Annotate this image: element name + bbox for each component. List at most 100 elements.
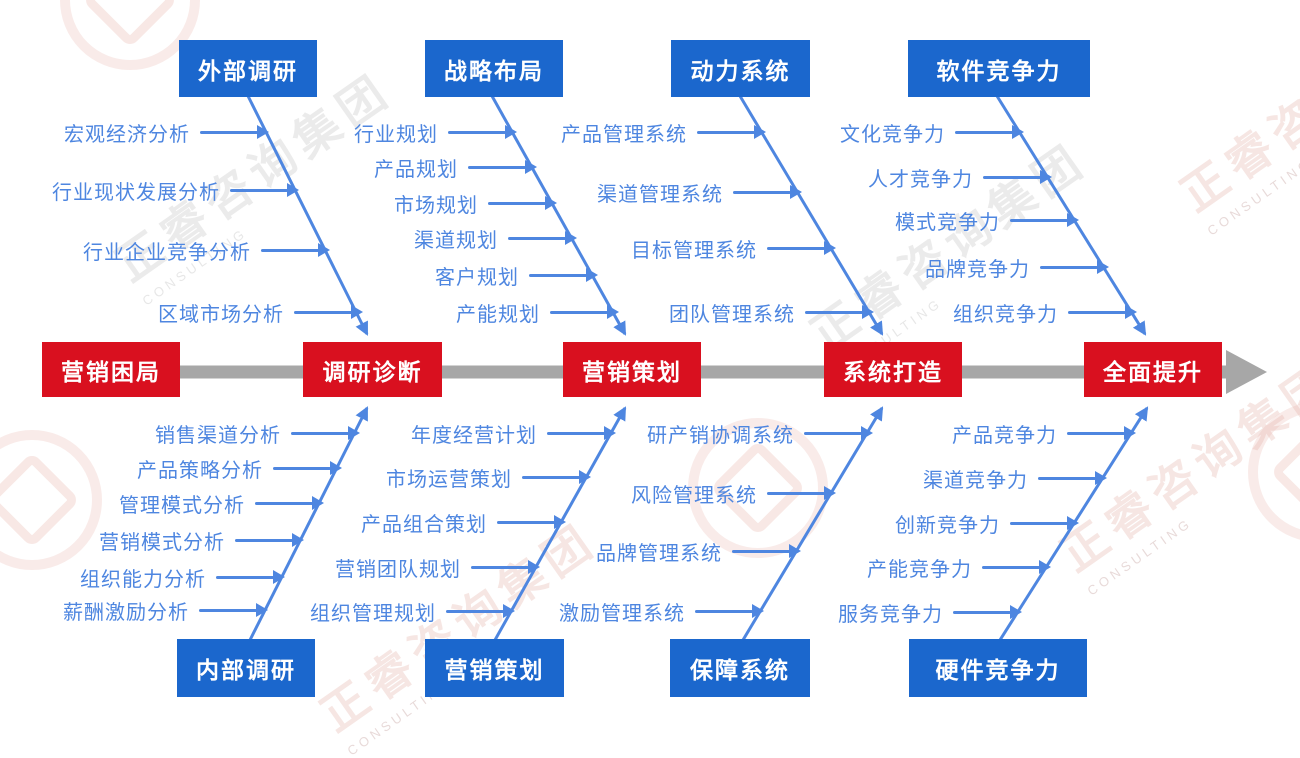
arrow-right-icon xyxy=(1010,516,1079,530)
arrow-right-icon xyxy=(695,604,764,618)
branch-item-label: 行业规划 xyxy=(354,123,438,146)
top-category-label-1: 外部调研 xyxy=(198,57,298,84)
branch-item-label: 模式竞争力 xyxy=(895,211,1000,234)
arrow-right-icon xyxy=(216,570,285,584)
arrow-right-icon xyxy=(547,426,616,440)
arrow-right-icon xyxy=(255,496,324,510)
branch-item-label: 产能竞争力 xyxy=(867,558,972,581)
branch-item: 产品策略分析 xyxy=(137,454,342,482)
branch-item-label: 薪酬激励分析 xyxy=(63,601,189,624)
branch-item-label: 创新竞争力 xyxy=(895,514,1000,537)
branch-item-label: 宏观经济分析 xyxy=(64,123,190,146)
branch-item-label: 产品策略分析 xyxy=(137,459,263,482)
branch-item: 市场规划 xyxy=(394,189,557,217)
branch-item-label: 渠道竞争力 xyxy=(923,469,1028,492)
branch-item: 产能竞争力 xyxy=(867,553,1051,581)
spine-node-label-2: 调研诊断 xyxy=(322,358,423,385)
arrow-right-icon xyxy=(291,426,360,440)
branch-item-label: 品牌管理系统 xyxy=(596,542,722,565)
arrow-right-icon xyxy=(468,160,537,174)
branch-item-label: 行业现状发展分析 xyxy=(52,181,220,204)
arrow-right-icon xyxy=(804,426,873,440)
branch-item: 组织竞争力 xyxy=(953,298,1137,326)
branch-item-label: 年度经营计划 xyxy=(411,424,537,447)
top-category-label-4: 软件竞争力 xyxy=(936,57,1062,84)
branch-item-label: 区域市场分析 xyxy=(158,303,284,326)
branch-item-label: 服务竞争力 xyxy=(838,603,943,626)
branch-item: 年度经营计划 xyxy=(411,419,616,447)
arrow-right-icon xyxy=(448,125,517,139)
top-category-box-2: 战略布局 xyxy=(425,40,563,97)
branch-item-label: 产品组合策划 xyxy=(361,513,487,536)
branch-item-label: 品牌竞争力 xyxy=(925,258,1030,281)
branch-item-label: 营销模式分析 xyxy=(99,531,225,554)
branch-item-label: 管理模式分析 xyxy=(119,494,245,517)
arrow-right-icon xyxy=(953,605,1022,619)
branch-item-label: 激励管理系统 xyxy=(559,602,685,625)
bottom-category-box-4: 硬件竞争力 xyxy=(909,639,1087,697)
arrow-right-icon xyxy=(230,183,299,197)
arrow-right-icon xyxy=(983,170,1052,184)
branch-item: 研产销协调系统 xyxy=(647,419,873,447)
bottom-category-box-3: 保障系统 xyxy=(670,639,810,697)
arrow-right-icon xyxy=(446,604,515,618)
top-category-box-4: 软件竞争力 xyxy=(908,40,1090,97)
bottom-category-label-3: 保障系统 xyxy=(690,657,790,683)
branch-item: 行业现状发展分析 xyxy=(52,176,299,204)
arrow-right-icon xyxy=(732,544,801,558)
branch-item: 市场运营策划 xyxy=(386,463,591,491)
branch-item-label: 团队管理系统 xyxy=(669,303,795,326)
branch-item-label: 客户规划 xyxy=(435,266,519,289)
arrow-right-icon xyxy=(488,196,557,210)
branch-item: 文化竞争力 xyxy=(840,118,1024,146)
arrow-right-icon xyxy=(767,486,836,500)
branch-item-label: 营销团队规划 xyxy=(335,558,461,581)
branch-item: 品牌竞争力 xyxy=(925,253,1109,281)
branch-item: 产品组合策划 xyxy=(361,508,566,536)
arrow-right-icon xyxy=(235,533,304,547)
arrow-right-icon xyxy=(508,231,577,245)
branch-item: 渠道竞争力 xyxy=(923,464,1107,492)
spine-node-4: 系统打造 xyxy=(824,342,962,397)
branch-item-label: 研产销协调系统 xyxy=(647,424,794,447)
arrow-right-icon xyxy=(1038,471,1107,485)
bottom-category-label-1: 内部调研 xyxy=(196,657,296,683)
branch-item: 行业规划 xyxy=(354,118,517,146)
branch-item-label: 产品管理系统 xyxy=(561,123,687,146)
diagonal-arrow-bottom-3 xyxy=(741,406,884,641)
branch-item: 薪酬激励分析 xyxy=(63,596,268,624)
top-category-label-3: 动力系统 xyxy=(690,57,791,84)
arrow-right-icon xyxy=(1040,260,1109,274)
branch-item: 渠道管理系统 xyxy=(597,178,802,206)
arrow-right-icon xyxy=(733,185,802,199)
arrow-right-icon xyxy=(261,243,330,257)
arrow-right-icon xyxy=(522,470,591,484)
branch-item-label: 组织管理规划 xyxy=(310,602,436,625)
bottom-category-box-2: 营销策划 xyxy=(425,639,564,697)
branch-item-label: 产品规划 xyxy=(374,158,458,181)
arrow-right-icon xyxy=(273,461,342,475)
branch-item-label: 市场规划 xyxy=(394,194,478,217)
branch-item-label: 渠道规划 xyxy=(414,229,498,252)
branch-item-label: 目标管理系统 xyxy=(631,239,757,262)
branch-item: 区域市场分析 xyxy=(158,298,363,326)
branch-item: 产品规划 xyxy=(374,153,537,181)
branch-item: 宏观经济分析 xyxy=(64,118,269,146)
branch-item-label: 产品竞争力 xyxy=(952,424,1057,447)
arrow-right-icon xyxy=(550,305,619,319)
branch-item: 目标管理系统 xyxy=(631,234,836,262)
arrow-right-icon xyxy=(805,305,874,319)
branch-item: 风险管理系统 xyxy=(631,479,836,507)
branch-item: 渠道规划 xyxy=(414,224,577,252)
arrow-right-icon xyxy=(529,268,598,282)
spine-node-label-1: 营销困局 xyxy=(61,358,161,385)
branch-item: 模式竞争力 xyxy=(895,206,1079,234)
spine-node-label-5: 全面提升 xyxy=(1103,358,1203,385)
spine-arrowhead-icon xyxy=(1226,350,1267,394)
spine-node-1: 营销困局 xyxy=(42,342,180,397)
top-category-label-2: 战略布局 xyxy=(444,57,544,84)
spine-node-label-3: 营销策划 xyxy=(582,358,682,385)
arrow-right-icon xyxy=(955,125,1024,139)
branch-item: 产品竞争力 xyxy=(952,419,1136,447)
arrow-right-icon xyxy=(1068,305,1137,319)
